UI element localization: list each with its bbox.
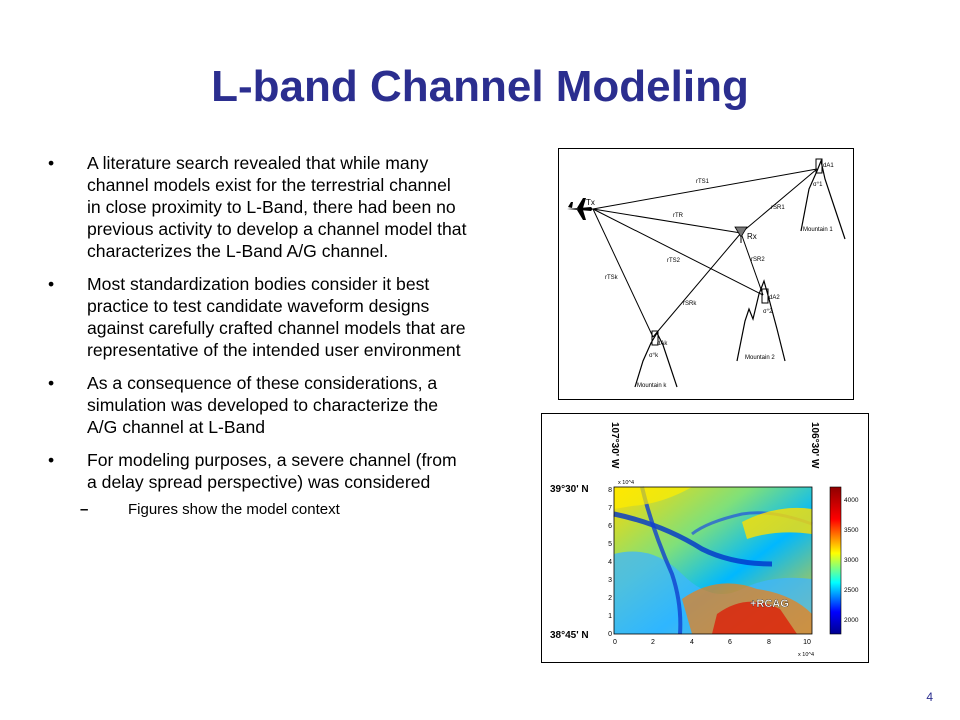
tx-label: Tx	[586, 198, 595, 207]
colorbar-tick: 2000	[844, 617, 859, 624]
x-tick: 4	[690, 639, 694, 646]
y-tick: 6	[608, 523, 612, 530]
bullet-item: • Most standardization bodies consider it…	[40, 273, 468, 361]
page-number: 4	[926, 690, 933, 704]
ray-tx-s1	[592, 168, 818, 210]
mountain-k-shape	[634, 331, 678, 388]
y-tick: 7	[608, 505, 612, 512]
bullet-marker: •	[48, 153, 55, 173]
colorbar-tick: 3000	[844, 557, 859, 564]
bullet-item: • As a consequence of these consideration…	[40, 372, 468, 438]
latitude-top-label: 39°30' N	[550, 484, 589, 495]
bullet-item: • For modeling purposes, a severe channel…	[40, 449, 468, 493]
geometry-svg: Tx Rx Mountain 1 Mountain 2 Mountain k r…	[567, 158, 846, 389]
sub-bullet-text: Figures show the model context	[128, 501, 340, 518]
longitude-left-label: 107°30' W	[609, 422, 620, 469]
terrain-elevation-map: +RCAG 107°30' W 106°30' W 39°30' N 38°45…	[541, 413, 869, 663]
ray-tx-rx	[592, 208, 742, 234]
da1-label: dA1	[823, 163, 834, 169]
sigmak-label: σ°k	[649, 353, 659, 359]
x-tick: 6	[728, 639, 732, 646]
channel-geometry-diagram: Tx Rx Mountain 1 Mountain 2 Mountain k r…	[558, 148, 854, 400]
bullet-text: Most standardization bodies consider it …	[87, 274, 466, 360]
y-tick: 2	[608, 595, 612, 602]
y-tick: 5	[608, 541, 612, 548]
bullet-marker: •	[48, 373, 55, 393]
bullet-text: As a consequence of these considerations…	[87, 373, 439, 437]
longitude-right-label: 106°30' W	[809, 422, 820, 469]
x-exponent-label: x 10^4	[798, 652, 814, 658]
facet-k	[651, 330, 659, 346]
mountain-k-label: Mountain k	[637, 383, 667, 389]
map-frame	[613, 486, 813, 635]
terrain-raster	[613, 486, 813, 635]
mountain-1-shape	[800, 158, 846, 240]
r-sr2-label: rSR2	[751, 257, 765, 263]
colorbar-tick: 4000	[844, 497, 859, 504]
r-tr-label: rTR	[673, 213, 684, 219]
bullet-text: For modeling purposes, a severe channel …	[87, 450, 457, 492]
ray-tx-sk	[592, 208, 654, 338]
sub-bullet-marker: –	[80, 501, 89, 518]
y-tick: 3	[608, 577, 612, 584]
y-exponent-label: x 10^4	[618, 480, 634, 486]
dak-label: dAk	[657, 341, 668, 347]
bullet-list: • A literature search revealed that while…	[40, 152, 468, 519]
airplane-icon	[567, 198, 593, 220]
colorbar-tick-labels: 4000 3500 3000 2500 2000	[844, 497, 859, 624]
sigma1-label: σ°1	[813, 182, 823, 188]
mountain-2-shape	[736, 279, 786, 362]
r-ts2-label: rTS2	[667, 258, 681, 264]
rx-label: Rx	[747, 232, 757, 241]
mountain-2-label: Mountain 2	[745, 355, 775, 361]
r-tsk-label: rTSk	[605, 275, 619, 281]
sigma2-label: σ°2	[763, 309, 773, 315]
x-tick: 2	[651, 639, 655, 646]
r-sr1-label: rSR1	[771, 205, 785, 211]
receiver-icon	[734, 226, 748, 243]
bullet-item: • A literature search revealed that while…	[40, 152, 468, 262]
colorbar-tick: 3500	[844, 527, 859, 534]
r-ts1-label: rTS1	[696, 179, 710, 185]
r-srk-label: rSRk	[683, 301, 697, 307]
ray-s2-rx	[740, 232, 764, 296]
mountain-1-label: Mountain 1	[803, 227, 833, 233]
facet-1	[815, 158, 823, 174]
bullet-text: A literature search revealed that while …	[87, 153, 467, 261]
da2-label: dA2	[769, 295, 780, 301]
x-tick-labels: 0 2 4 6 8 10	[613, 639, 811, 646]
x-tick: 10	[803, 639, 811, 646]
slide-title: L-band Channel Modeling	[211, 62, 749, 111]
ray-sk-rx	[652, 232, 742, 338]
x-tick: 8	[767, 639, 771, 646]
ray-s1-rx	[740, 168, 818, 234]
terrain-svg: +RCAG 107°30' W 106°30' W 39°30' N 38°45…	[550, 422, 859, 658]
colorbar-tick: 2500	[844, 587, 859, 594]
ray-tx-s2	[592, 208, 764, 296]
colorbar	[829, 486, 842, 635]
bullet-marker: •	[48, 274, 55, 294]
x-tick: 0	[613, 639, 617, 646]
y-tick: 0	[608, 631, 612, 638]
y-tick: 4	[608, 559, 612, 566]
rcag-marker: +RCAG	[750, 598, 789, 610]
y-tick-labels: 0 1 2 3 4 5 6 7 8	[608, 487, 612, 638]
y-tick: 1	[608, 613, 612, 620]
facet-2	[761, 288, 769, 304]
y-tick: 8	[608, 487, 612, 494]
latitude-bottom-label: 38°45' N	[550, 630, 589, 641]
sub-bullet: – Figures show the model context	[80, 500, 468, 519]
bullet-marker: •	[48, 450, 55, 470]
